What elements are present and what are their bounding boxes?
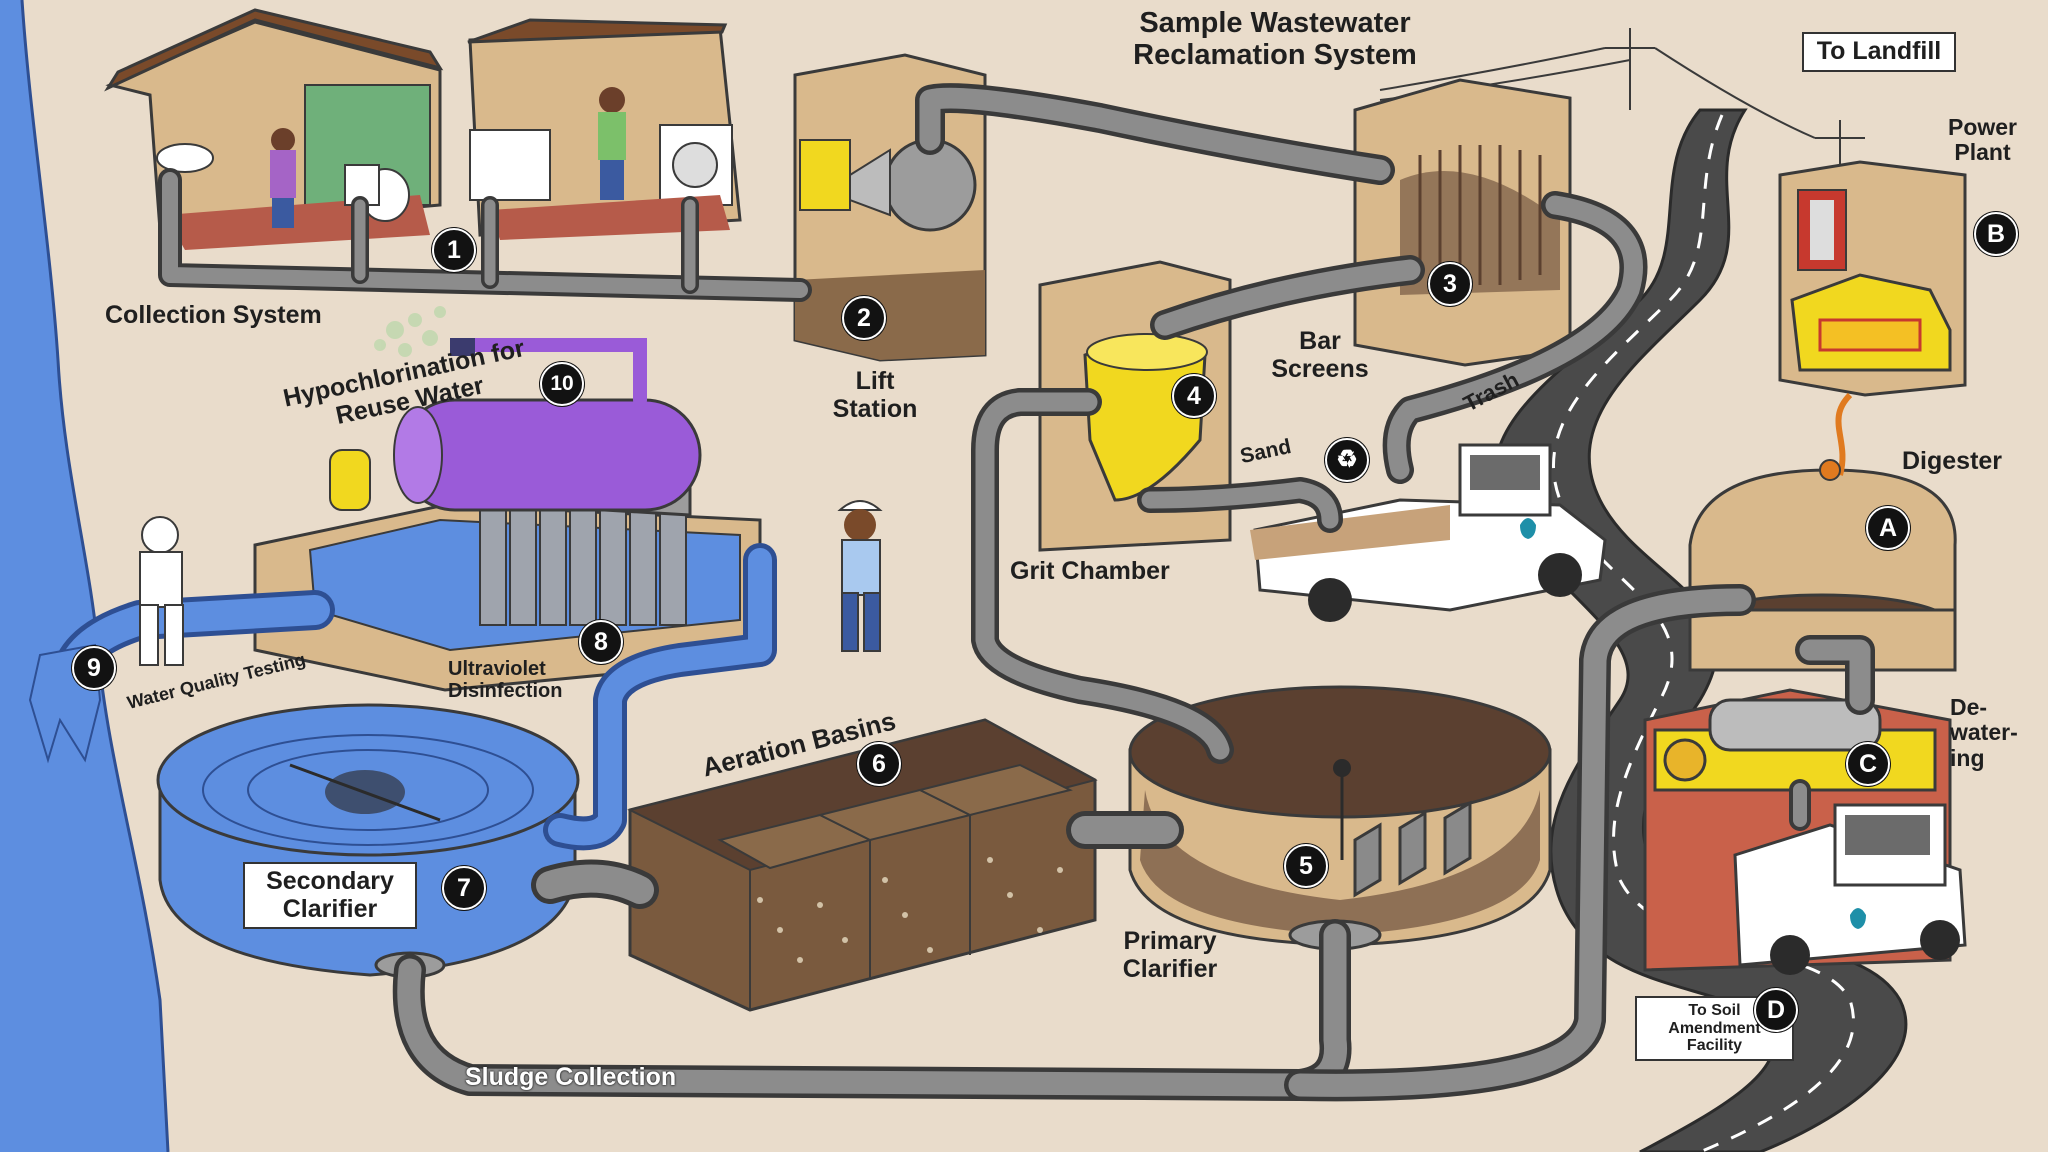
label-ultraviolet-disinfection: Ultraviolet Disinfection [448,658,563,702]
worker-right [837,500,883,652]
shoreline [20,0,170,1152]
digester [1688,392,1957,672]
worker-left [139,516,184,666]
step-badge-6: 6 [857,742,901,786]
label-secondary-clarifier: Secondary Clarifier [243,862,417,929]
truck-soil [1733,803,1967,975]
step-badge-1: 1 [432,228,476,272]
label-grit-chamber: Grit Chamber [1010,557,1170,585]
pipes [50,83,1875,1102]
label-digester: Digester [1902,447,2003,475]
stage-badge-c: C [1846,742,1890,786]
step-badge-3: 3 [1428,262,1472,306]
stage-badge-d: D [1754,988,1798,1032]
bar-screens [1353,78,1572,367]
aeration-basins [627,718,1098,1012]
label-lift-station: Lift Station [832,367,918,423]
step-badge-4: 4 [1172,374,1216,418]
step-badge-2: 2 [842,296,886,340]
truck-trash [1250,443,1607,622]
recycle-icon: ♻ [1325,438,1369,482]
label-collection-system: Collection System [105,301,322,329]
diagram-title: Sample Wastewater Reclamation System [1133,7,1417,71]
step-badge-5: 5 [1284,844,1328,888]
stage-badge-a: A [1866,506,1910,550]
step-badge-7: 7 [442,866,486,910]
stage-badge-b: B [1974,212,2018,256]
primary-clarifier [1128,685,1552,951]
house-left [104,8,444,250]
step-badge-9: 9 [72,646,116,690]
label-sludge-collection: Sludge Collection [465,1063,677,1091]
step-badge-10: 10 [540,362,584,406]
ocean [0,0,168,1152]
label-to-landfill: To Landfill [1802,32,1956,72]
label-dewatering: De-water-ing [1950,694,2018,771]
power-plant [1778,160,1967,397]
house-right [467,18,742,240]
label-primary-clarifier: Primary Clarifier [1122,927,1218,983]
step-badge-8: 8 [579,620,623,664]
secondary-clarifier [156,703,580,979]
label-power-plant: Power Plant [1947,114,2018,166]
label-bar-screens: Bar Screens [1271,327,1369,383]
